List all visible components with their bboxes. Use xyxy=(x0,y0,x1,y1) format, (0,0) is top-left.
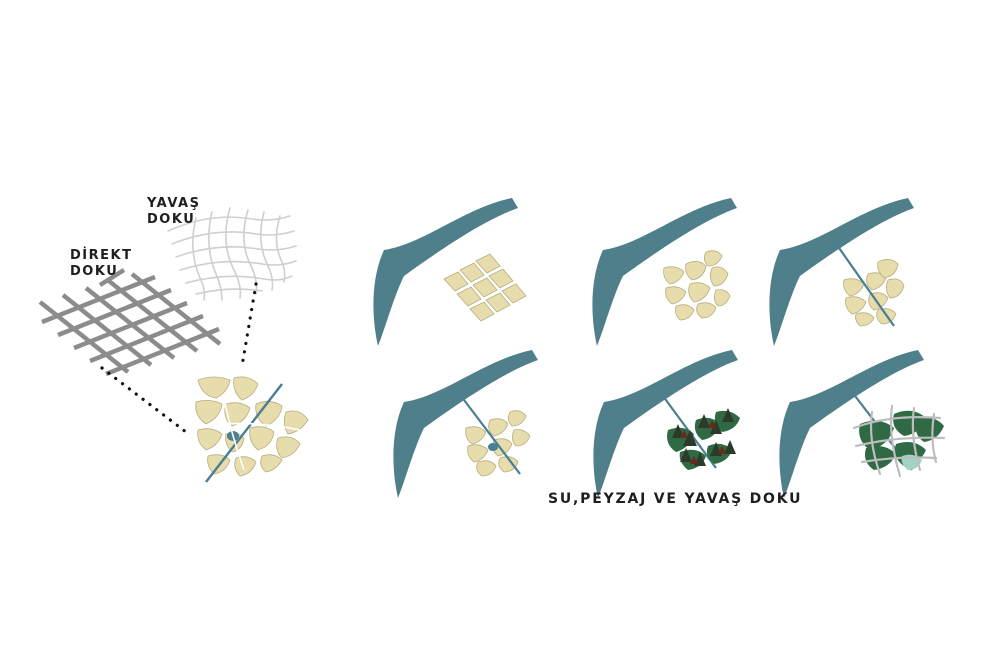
slow-fabric-label-line2: DOKU xyxy=(147,212,196,227)
step-2-river-deformed xyxy=(592,198,737,346)
step-4-river-axis-pool xyxy=(393,350,538,498)
step-1-river-grid xyxy=(373,198,527,346)
slow-fabric-label-line1: YAVAŞ xyxy=(147,196,201,211)
composite-plan xyxy=(195,376,309,483)
step-5-landscape-trees xyxy=(593,350,740,498)
direct-fabric-label-line1: DİREKT xyxy=(70,248,133,263)
direct-fabric-label-line2: DOKU xyxy=(70,264,119,279)
direct-fabric-label: DİREKT DOKU xyxy=(70,248,132,280)
diagram-caption: SU,PEYZAJ VE YAVAŞ DOKU xyxy=(548,491,802,507)
step-6-landscape-overlay xyxy=(779,350,946,498)
dotted-connector xyxy=(100,282,258,434)
diagram-caption-text: SU,PEYZAJ VE YAVAŞ DOKU xyxy=(548,491,803,507)
direct-grid-sketch xyxy=(38,268,222,377)
step-3-river-axis xyxy=(769,198,914,346)
slow-fabric-sketch xyxy=(167,207,297,301)
slow-fabric-label: YAVAŞ DOKU xyxy=(147,196,200,228)
